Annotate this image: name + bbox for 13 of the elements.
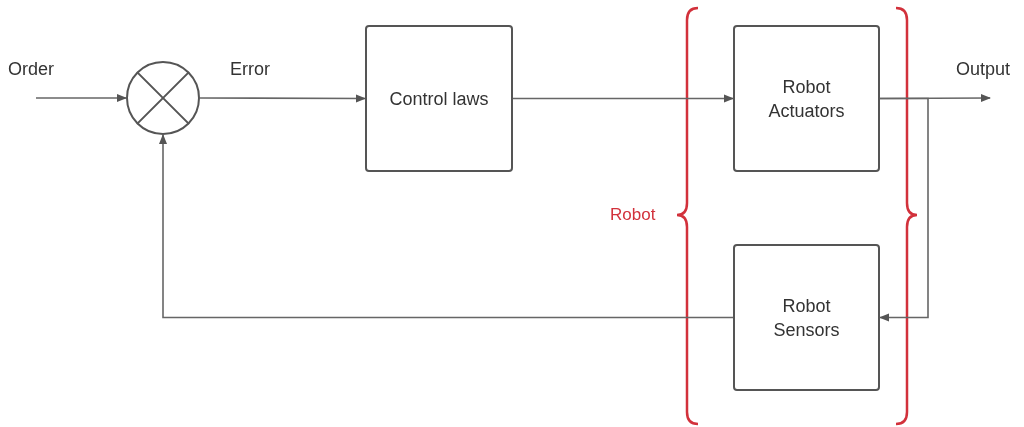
arrow bbox=[199, 94, 366, 103]
group-label: Robot bbox=[610, 204, 656, 226]
box-label: Control laws bbox=[389, 87, 489, 111]
arrow bbox=[512, 94, 734, 103]
process-box bbox=[733, 25, 880, 172]
summing-junction bbox=[126, 61, 200, 135]
process-box bbox=[733, 244, 880, 391]
process-box bbox=[365, 25, 513, 172]
box-label: Robot Actuators bbox=[767, 75, 846, 123]
box-label: Robot Sensors bbox=[772, 294, 841, 342]
arrow bbox=[159, 134, 734, 319]
arrow bbox=[35, 94, 127, 102]
arrow bbox=[879, 97, 929, 322]
